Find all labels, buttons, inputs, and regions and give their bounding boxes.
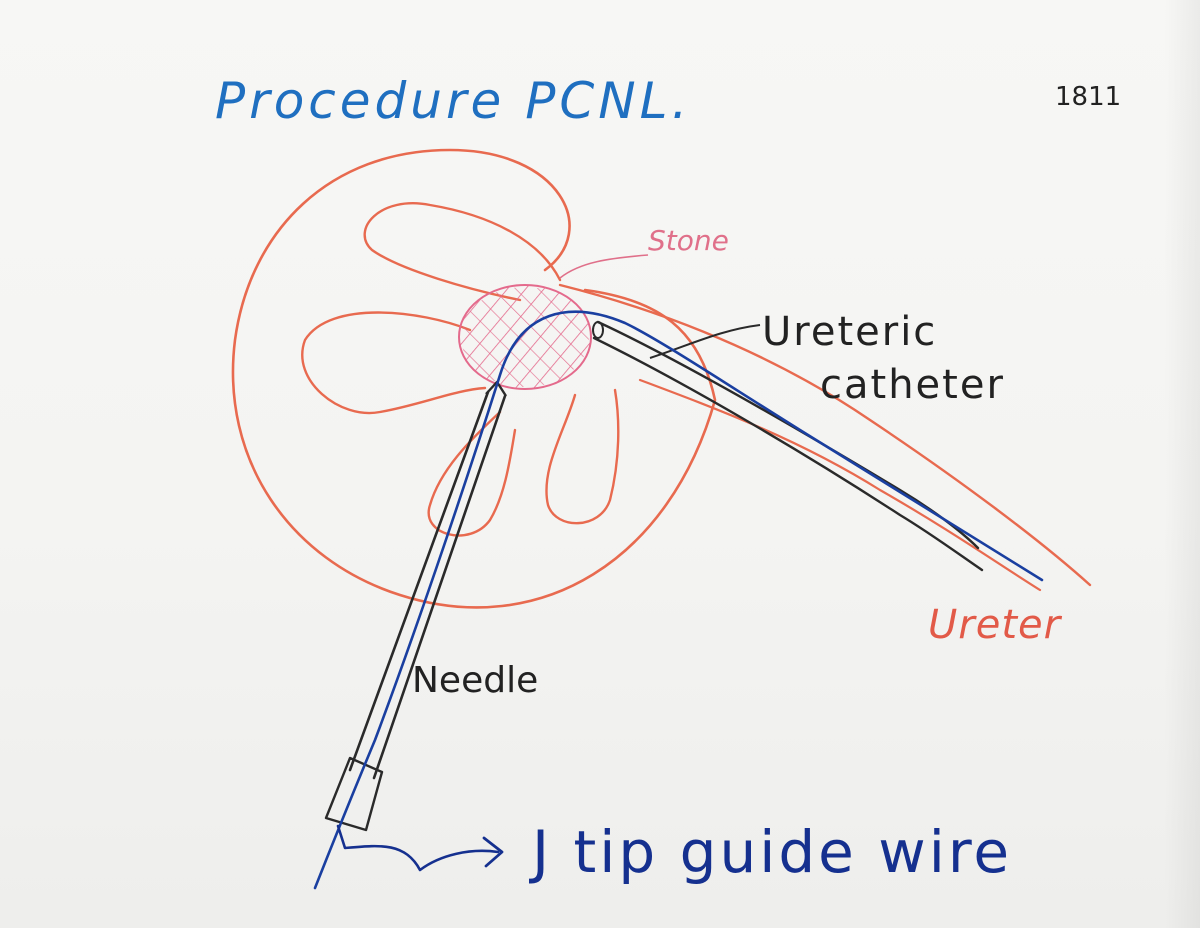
guide-wire-arrow bbox=[336, 824, 500, 872]
guide-wire-arrow-head bbox=[482, 836, 504, 868]
page-number: 1811 bbox=[1055, 82, 1121, 112]
needle-shaft-left bbox=[348, 390, 490, 772]
paper-edge-shadow bbox=[1164, 0, 1200, 928]
stone-label: Stone bbox=[648, 224, 729, 257]
needle-label: Needle bbox=[412, 660, 538, 701]
lower-calyx-2 bbox=[545, 388, 620, 525]
middle-calyx bbox=[301, 311, 487, 415]
kidney-outline bbox=[231, 148, 717, 609]
ureteric-catheter-lower bbox=[592, 336, 984, 572]
lower-calyx-1 bbox=[427, 410, 517, 537]
ureter-label: Ureter bbox=[928, 602, 1063, 648]
ureter-lower-wall bbox=[638, 378, 1042, 592]
guide-wire-label: J tip guide wire bbox=[529, 818, 1012, 886]
catheter-leader-line bbox=[649, 324, 761, 359]
needle-hub bbox=[324, 756, 384, 832]
ureteric-catheter-label-1: Ureteric bbox=[762, 309, 937, 355]
stone-leader-line bbox=[559, 254, 649, 279]
upper-calyx bbox=[363, 202, 562, 302]
ureteric-catheter-tip bbox=[592, 321, 604, 339]
j-tip-guide-wire bbox=[313, 310, 1044, 890]
ureteric-catheter-label-2: catheter bbox=[820, 362, 1005, 408]
needle-shaft-right bbox=[372, 394, 507, 780]
ureter-upper-wall bbox=[558, 283, 1092, 587]
kidney-stone-crosshatch bbox=[461, 287, 589, 387]
diagram-title: Procedure PCNL. bbox=[215, 72, 691, 130]
